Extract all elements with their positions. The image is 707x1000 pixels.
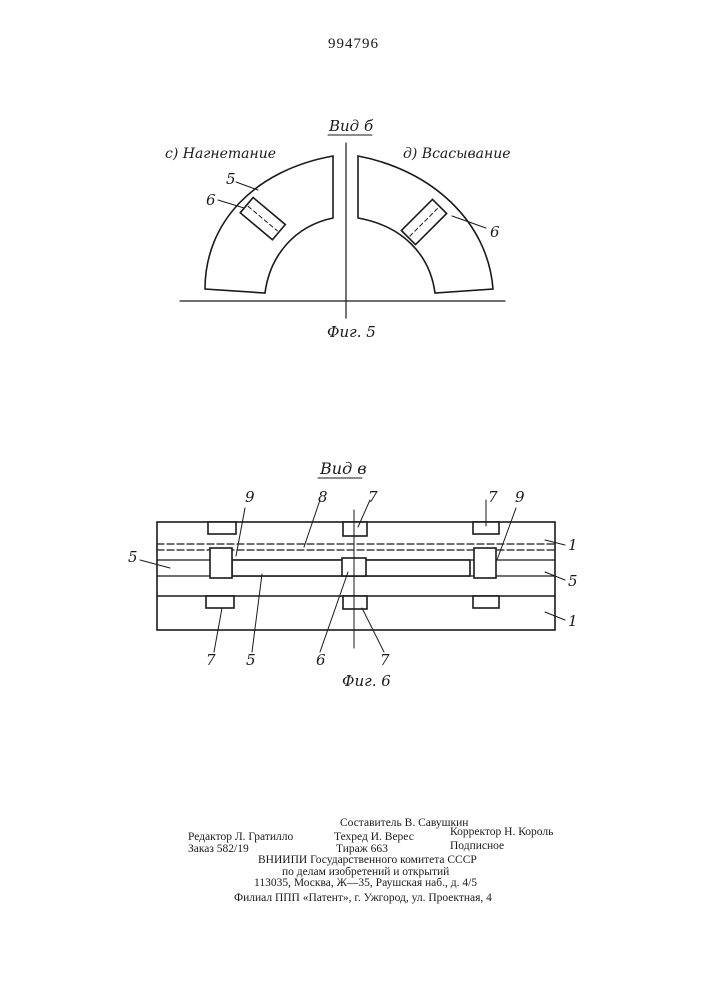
fig6-drawing — [140, 478, 565, 652]
left-vane — [240, 197, 285, 239]
left-ring-sector — [205, 156, 333, 293]
fig5-view-title: Вид б — [328, 117, 374, 135]
imprint-order: Заказ 582/19 — [188, 843, 249, 856]
imprint-subscription: Подписное — [450, 840, 504, 853]
fig6-label-5-right: 5 — [568, 572, 578, 590]
fig6-label-5-left: 5 — [128, 548, 138, 566]
imprint-corrector: Корректор Н. Король — [450, 826, 553, 839]
imprint-address: 113035, Москва, Ж—35, Раушская наб., д. … — [254, 877, 477, 890]
fig5-left-caption: с) Нагнетание — [165, 146, 276, 162]
fig6-label-8: 8 — [318, 488, 328, 506]
fig6-label-6-bottom: 6 — [316, 651, 326, 669]
fig6-label-1-bottom: 1 — [568, 612, 578, 630]
fig6-label-9-right: 9 — [515, 488, 525, 506]
fig6-label-7-right: 7 — [488, 488, 498, 506]
fig6-label-7-bottom-left: 7 — [206, 651, 216, 669]
fig5-drawing — [180, 135, 505, 318]
right-ring-sector — [358, 156, 493, 293]
fig6-caption: Фиг. 6 — [342, 672, 391, 690]
fig6-view-title: Вид в — [319, 459, 367, 478]
fig6-label-9-left: 9 — [245, 488, 255, 506]
fig6-label-7-mid: 7 — [368, 488, 378, 506]
fig5-label-6-right: 6 — [490, 223, 500, 241]
fig6-label-5-bottom: 5 — [246, 651, 256, 669]
fig5-right-caption: д) Всасывание — [403, 146, 511, 162]
fig6-label-7-bottom-right: 7 — [380, 651, 390, 669]
right-vane — [401, 199, 446, 244]
fig5-label-6-left: 6 — [206, 191, 216, 209]
fig5-label-5: 5 — [226, 170, 236, 188]
imprint-branch: Филиал ППП «Патент», г. Ужгород, ул. Про… — [234, 892, 492, 905]
fig6-label-1-top: 1 — [568, 536, 578, 554]
fig5-caption: Фиг. 5 — [327, 323, 376, 341]
